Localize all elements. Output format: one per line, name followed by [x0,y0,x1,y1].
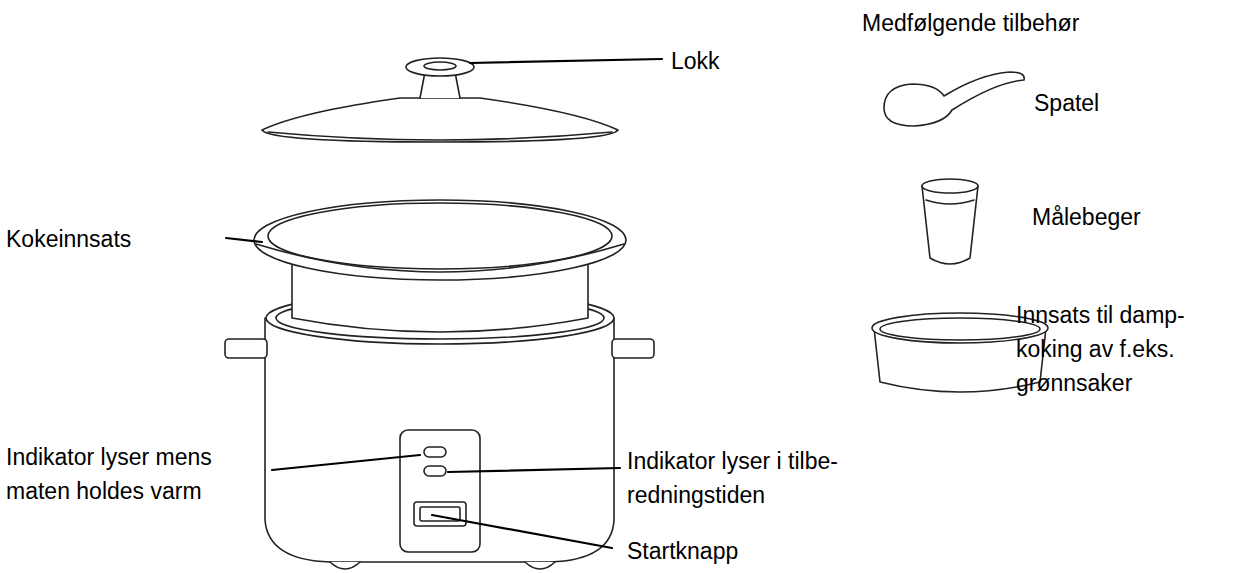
cooker-body [265,318,614,562]
start-button [414,502,466,526]
part-label: Medfølgende tilbehør [862,6,1162,40]
measuring-cup-line [926,200,974,204]
indicator-warm [424,447,446,457]
measuring-cup [922,186,978,264]
indicator-cook [424,466,446,476]
leader-lines [226,59,662,548]
part-label: Indikator lyser mens maten holdes varm [6,440,268,508]
spatula [884,72,1024,126]
leader-line [272,455,420,470]
leader-line [432,515,612,548]
pot-rim-inner [268,203,612,269]
part-label: Innsats til damp- koking av f.eks. grønn… [1016,298,1248,400]
leader-line [226,238,262,242]
measuring-cup-rim [922,179,978,193]
leader-line [448,468,620,472]
lid-knob-top [424,62,456,70]
lid [262,98,618,142]
foot-left [330,562,360,569]
part-label: Spatel [1034,86,1184,120]
foot-right [525,562,555,569]
handle-right [612,339,654,358]
lid-edge [268,132,612,140]
part-label: Startknapp [627,534,827,568]
handle-left [225,339,267,358]
part-label: Indikator lyser i tilbe- redningstiden [627,444,897,512]
control-panel [400,430,480,552]
pot-rim-edge [256,244,624,272]
part-label: Kokeinnsats [6,222,206,256]
part-label: Lokk [671,44,791,78]
pot-rim-outer [254,200,626,280]
lid-knob [406,58,474,76]
part-label: Målebeger [1032,200,1212,234]
leader-line [470,59,662,63]
